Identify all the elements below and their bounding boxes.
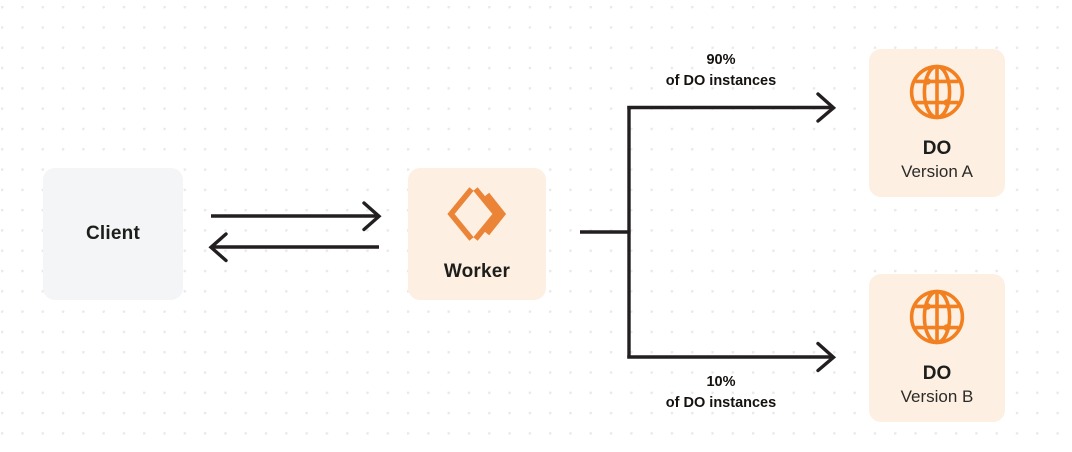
edge-label-do-b-caption: of DO instances (665, 395, 777, 412)
globe-icon (908, 288, 966, 351)
node-do-version-b: DO Version B (869, 274, 1005, 422)
edge-label-do-a: 90% of DO instances (634, 50, 808, 92)
node-do-version-a: DO Version A (869, 49, 1005, 197)
worker-label: Worker (443, 261, 511, 283)
edge-label-do-b-percent: 10% (706, 374, 736, 390)
globe-icon (908, 63, 966, 126)
node-worker: Worker (408, 168, 546, 300)
arrow-worker-to-do-b (627, 341, 837, 373)
edge-label-do-a-caption: of DO instances (665, 73, 777, 90)
do-a-label: DO (922, 138, 952, 160)
do-b-label: DO (922, 363, 952, 385)
edge-label-do-b: 10% of DO instances (634, 372, 808, 414)
cloudflare-workers-icon (445, 184, 509, 249)
arrow-client-to-worker (211, 201, 382, 232)
edge-label-do-a-percent: 90% (706, 52, 736, 68)
client-label: Client (86, 222, 140, 244)
do-a-version-label: Version A (901, 161, 973, 181)
node-client: Client (43, 168, 183, 300)
arrow-worker-to-client (208, 232, 379, 263)
arrow-worker-to-do-a (627, 92, 837, 123)
connector-worker-trunk (580, 106, 631, 359)
do-b-version-label: Version B (900, 386, 974, 406)
